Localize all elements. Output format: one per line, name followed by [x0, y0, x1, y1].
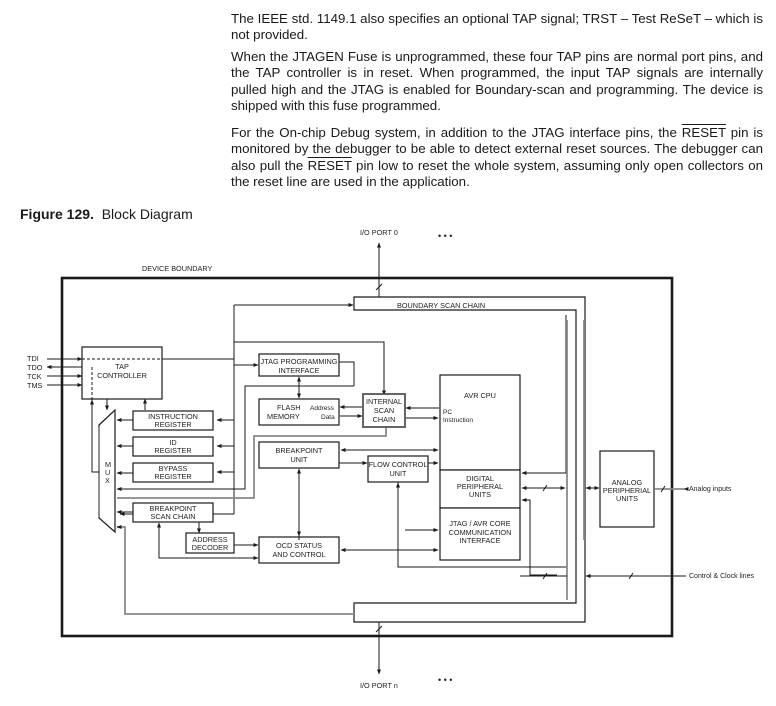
analog-peripheral-label: ANALOG — [612, 478, 643, 487]
reset-signal: RESET — [307, 157, 352, 173]
instruction-register-label: INSTRUCTION — [148, 412, 198, 421]
paragraph-ocd-reset: For the On-chip Debug system, in additio… — [231, 125, 763, 191]
connector — [157, 522, 259, 560]
jtag-programming-label: INTERFACE — [279, 366, 320, 375]
internal-scan-chain — [362, 393, 406, 428]
bus-slash — [375, 625, 383, 633]
internal-scan-chain-label: CHAIN — [373, 415, 396, 424]
ellipsis-bottom: • • • — [438, 675, 452, 685]
address-decoder-label: ADDRESS — [192, 535, 227, 544]
instruction-label: Instruction — [443, 417, 473, 424]
pin-tdi: TDI — [27, 354, 39, 363]
jtag-programming-label: JTAG PROGRAMMING — [261, 357, 338, 366]
text: pin low to reset the whole system, assum… — [231, 157, 763, 190]
jtag-avr-core-label: COMMUNICATION — [449, 528, 512, 537]
connector — [90, 399, 99, 473]
avr-cpu — [439, 374, 521, 471]
flash-memory-label: FLASH — [277, 403, 301, 412]
boundary-scan-chain — [353, 296, 586, 623]
mux-label: M — [105, 460, 111, 469]
bus-slash — [375, 283, 383, 291]
breakpoint-scan-chain-label: SCAN CHAIN — [150, 512, 195, 521]
bypass-register-label: REGISTER — [154, 472, 191, 481]
breakpoint-scan-chain-label: BREAKPOINT — [149, 504, 197, 513]
ocd-status-label: AND CONTROL — [272, 550, 325, 559]
id-register-label: ID — [169, 438, 176, 447]
analog-peripheral-units — [599, 450, 655, 528]
connector — [396, 482, 567, 568]
device-boundary-label: DEVICE BOUNDARY — [142, 264, 213, 273]
jtag-avr-core-label: JTAG / AVR CORE — [449, 519, 510, 528]
bypass-register-label: BYPASS — [159, 464, 188, 473]
pin-tms: TMS — [27, 381, 43, 390]
flow-control-label: FLOW CONTROL — [369, 460, 428, 469]
flash-data-label: Data — [321, 414, 335, 421]
digital-peripheral-label: UNITS — [469, 490, 491, 499]
io-port-top-label: I/O PORT 0 — [360, 228, 398, 237]
internal-scan-chain-label: INTERNAL — [366, 397, 402, 406]
instruction-register-label: REGISTER — [154, 420, 191, 429]
connector — [339, 361, 355, 386]
pc-label: PC — [443, 409, 452, 416]
flash-address-label: Address — [310, 405, 335, 412]
jtag-avr-core-label: INTERFACE — [460, 536, 501, 545]
bus-slash — [628, 572, 634, 580]
control-clock-label: Control & Clock lines — [689, 573, 754, 580]
flash-memory — [258, 398, 340, 426]
ocd-status-control — [258, 536, 340, 564]
tap-controller-label: CONTROLLER — [97, 371, 147, 380]
analog-inputs-label: Analog inputs — [689, 486, 732, 493]
breakpoint-unit-label: BREAKPOINT — [275, 446, 323, 455]
pin-tck: TCK — [27, 372, 42, 381]
text: For the On-chip Debug system, in additio… — [231, 125, 682, 140]
figure-title: Block Diagram — [101, 206, 193, 222]
digital-peripheral-units — [439, 469, 521, 509]
address-decoder — [185, 532, 235, 554]
figure-number: Figure 129. — [20, 206, 94, 222]
mux-label: U — [105, 468, 110, 477]
jtag-programming-interface — [258, 353, 340, 377]
digital-peripheral-label: DIGITAL — [466, 474, 494, 483]
flash-memory-label: MEMORY — [267, 412, 300, 421]
avr-cpu-label: AVR CPU — [464, 391, 496, 400]
gray-scan-line — [117, 426, 387, 499]
mux-label: X — [105, 476, 110, 485]
ocd-status-label: OCD STATUS — [276, 541, 322, 550]
address-decoder-label: DECODER — [192, 543, 229, 552]
analog-peripheral-label: UNITS — [616, 494, 638, 503]
tap-controller — [81, 346, 163, 400]
bus-slash — [660, 485, 666, 493]
ellipsis-top: • • • — [438, 231, 452, 241]
bus-slash — [542, 484, 548, 492]
paragraph-jtagen-fuse: When the JTAGEN Fuse is unprogrammed, th… — [231, 49, 763, 114]
internal-scan-chain-label: SCAN — [374, 406, 394, 415]
text: pin is monitored by the debugger to be a… — [231, 125, 763, 173]
flow-control-label: UNIT — [389, 469, 407, 478]
connector — [234, 341, 386, 396]
jtag-avr-core-interface — [439, 507, 521, 561]
vertical-bus — [119, 305, 235, 516]
analog-peripheral-label: PERIPHERIAL — [603, 486, 651, 495]
reset-signal: RESET — [681, 125, 726, 140]
io-port-bottom-label: I/O PORT n — [360, 681, 398, 690]
device-boundary — [60, 276, 674, 638]
breakpoint-unit — [258, 441, 340, 469]
tap-controller-label: TAP — [115, 362, 129, 371]
paragraph-trst: The IEEE std. 1149.1 also specifies an o… — [231, 11, 763, 43]
breakpoint-unit-label: UNIT — [290, 455, 308, 464]
figure-caption: Figure 129. Block Diagram — [20, 206, 193, 222]
id-register-label: REGISTER — [154, 446, 191, 455]
connector — [521, 498, 557, 576]
connector — [521, 315, 567, 475]
boundary-scan-chain-label: BOUNDARY SCAN CHAIN — [397, 301, 485, 310]
pin-tdo: TDO — [27, 363, 43, 372]
digital-peripheral-label: PERIPHERAL — [457, 482, 503, 491]
